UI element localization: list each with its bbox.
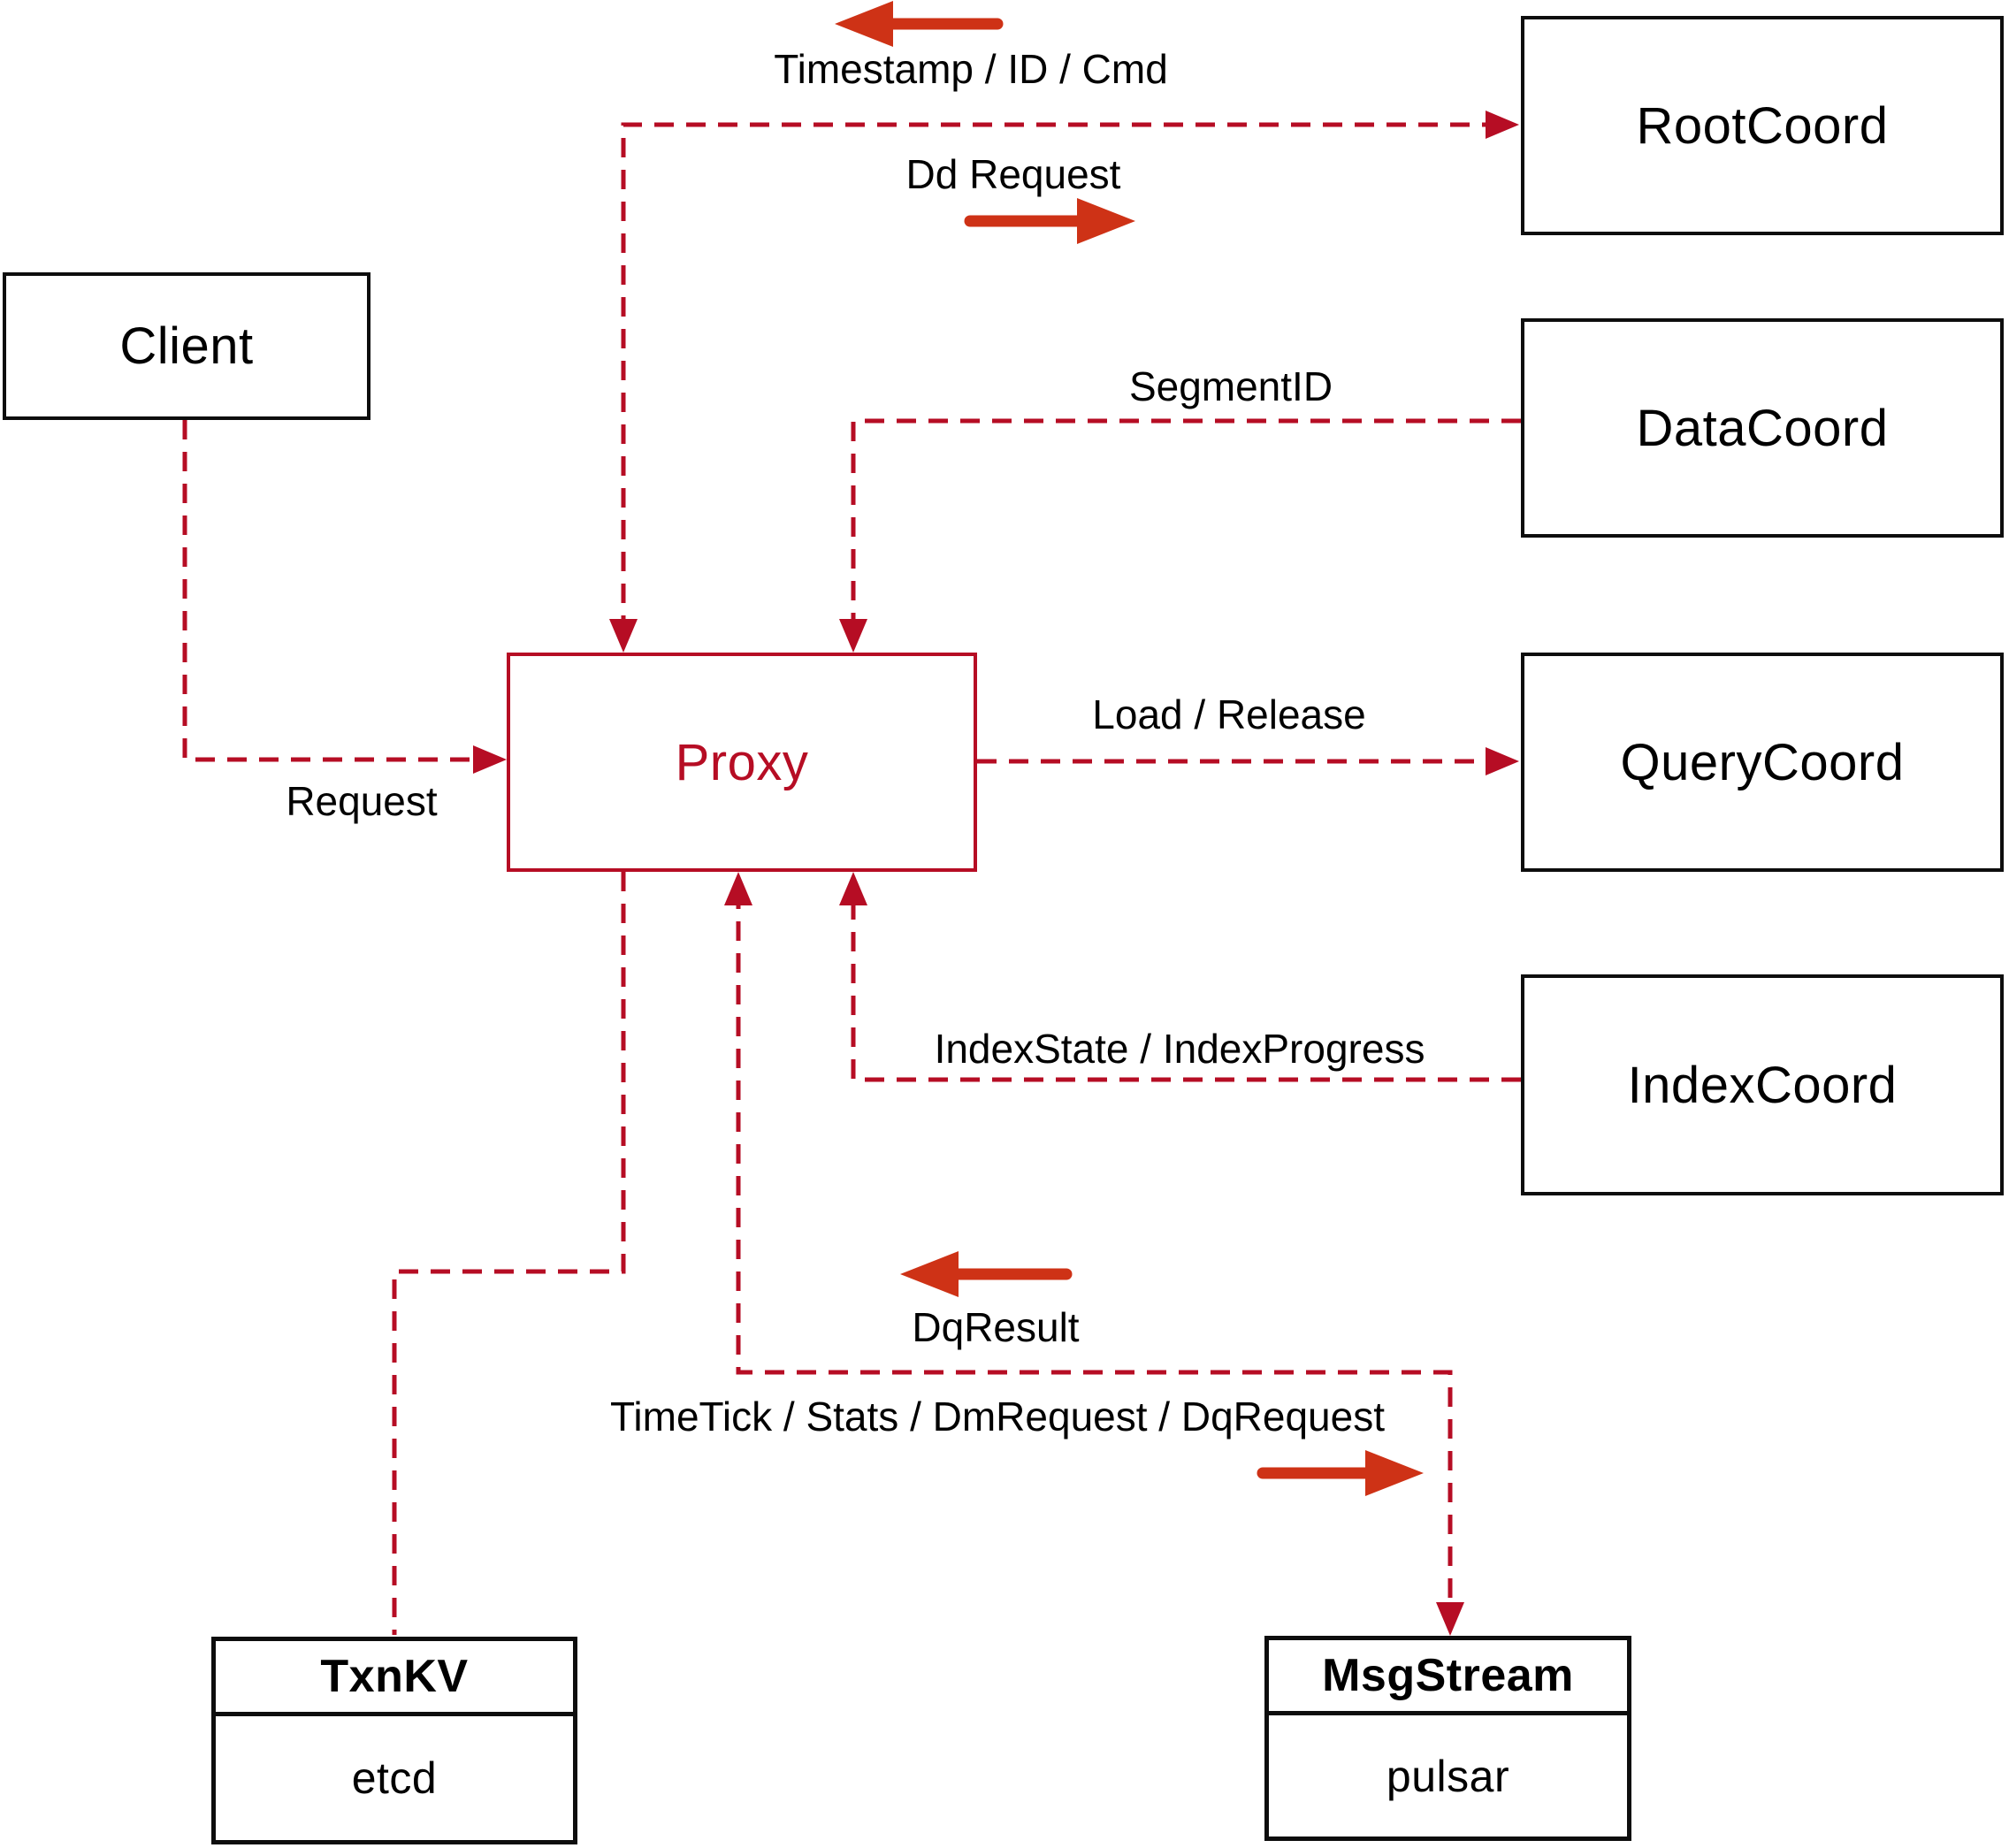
node-indexcoord: IndexCoord [1521,974,2004,1195]
node-rootcoord: RootCoord [1521,16,2004,235]
msgstream-header: MsgStream [1269,1640,1627,1715]
node-proxy: Proxy [507,653,977,872]
node-proxy-label: Proxy [675,733,809,791]
connector-proxy-msgstream [724,872,1464,1636]
edge-label-dd-request: Dd Request [905,151,1121,197]
node-rootcoord-label: RootCoord [1636,96,1889,155]
node-txnkv: TxnKV etcd [211,1637,577,1844]
edge-label-timestamp-id-cmd: Timestamp / ID / Cmd [774,46,1168,92]
edge-label-dq-result: DqResult [912,1304,1080,1350]
connector-indexcoord-proxy [839,872,1521,1082]
timestamp-direction-arrow-icon [835,1,1004,47]
edge-label-index-state: IndexState / IndexProgress [934,1026,1425,1072]
msgstream-title: MsgStream [1322,1650,1574,1701]
node-datacoord-label: DataCoord [1636,399,1889,457]
node-querycoord: QueryCoord [1521,653,2004,872]
connector-datacoord-proxy [839,418,1521,653]
node-querycoord-label: QueryCoord [1620,733,1905,791]
edge-label-request: Request [286,778,438,824]
node-msgstream: MsgStream pulsar [1264,1636,1631,1841]
node-indexcoord-label: IndexCoord [1627,1056,1898,1114]
edge-label-load-release: Load / Release [1092,691,1366,737]
connector-proxy-rootcoord [609,111,1519,653]
edge-label-timetick: TimeTick / Stats / DmRequest / DqRequest [610,1394,1385,1439]
txnkv-title: TxnKV [320,1651,469,1702]
node-datacoord: DataCoord [1521,318,2004,538]
connector-proxy-querycoord [977,747,1519,775]
txnkv-body: etcd [216,1716,573,1840]
dq-result-direction-arrow-icon [900,1251,1073,1297]
node-client-label: Client [119,317,254,375]
node-client: Client [3,272,370,420]
connector-client-proxy [182,420,507,774]
msgstream-body: pulsar [1269,1715,1627,1837]
txnkv-subtitle: etcd [351,1753,438,1803]
connector-proxy-txnkv [392,872,626,1635]
timetick-direction-arrow-icon [1257,1450,1424,1496]
msgstream-subtitle: pulsar [1386,1751,1510,1801]
edge-label-segment-id: SegmentID [1128,363,1333,409]
txnkv-header: TxnKV [216,1641,573,1716]
dd-request-direction-arrow-icon [964,198,1135,244]
